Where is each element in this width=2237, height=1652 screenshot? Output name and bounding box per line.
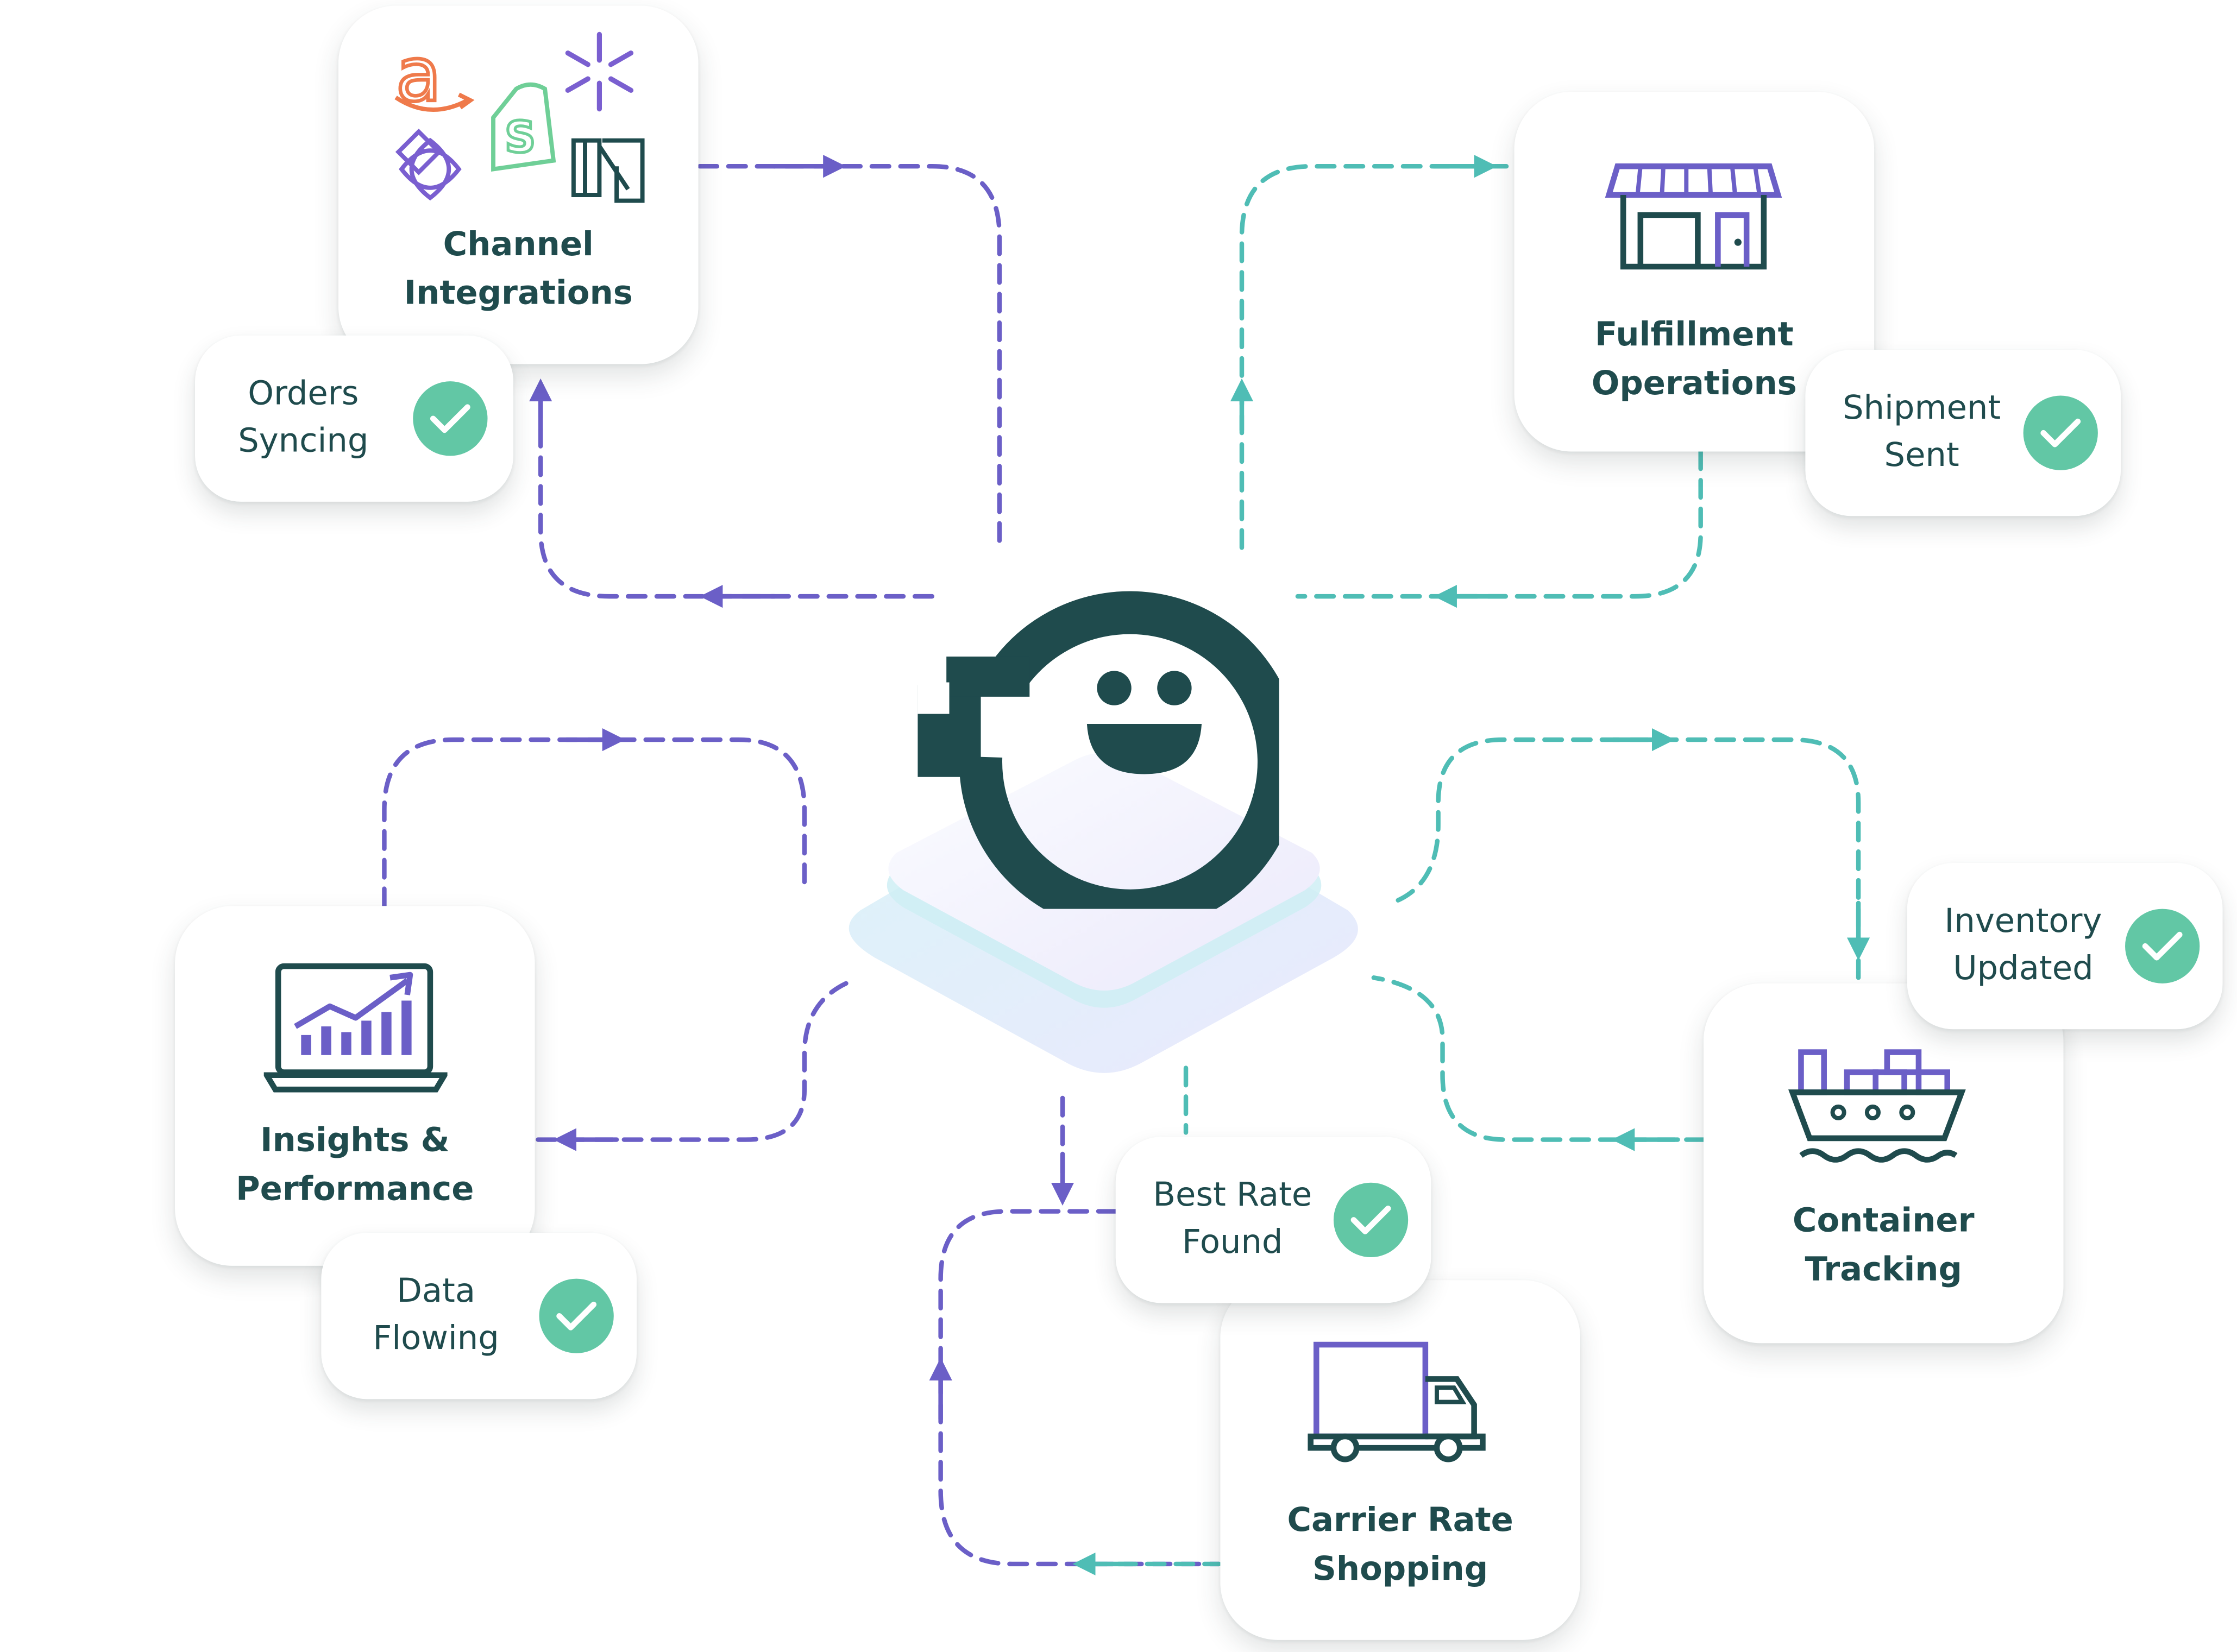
smiley-logo-icon: [918, 591, 1279, 909]
status-inventory-updated: Inventory Updated: [1907, 863, 2223, 1030]
status-shipment-sent: Shipment Sent: [1805, 350, 2121, 516]
check-icon: [1333, 1182, 1409, 1258]
status-orders-syncing: Orders Syncing: [194, 335, 514, 502]
check-icon: [413, 381, 488, 456]
best-rate-found-label: Best Rate Found: [1153, 1177, 1312, 1262]
data-flowing-label: Data Flowing: [373, 1273, 499, 1358]
cargo-ship-icon: [1788, 1049, 1966, 1163]
check-icon: [2023, 395, 2098, 470]
fulfillment-operations-title: Fulfillment Operations: [1591, 317, 1797, 403]
marketplace-logos-icon: a S: [394, 30, 645, 203]
insights-performance-title: Insights & Performance: [236, 1122, 474, 1209]
carrier-rate-shopping-title: Carrier Rate Shopping: [1287, 1502, 1513, 1588]
amazon-logo-icon: a: [394, 30, 475, 120]
shipment-sent-label: Shipment Sent: [1843, 389, 2001, 475]
partner-clover-icon: [395, 128, 462, 201]
netsuite-logo-icon: [571, 138, 645, 203]
check-icon: [539, 1278, 614, 1353]
wire-insights-in: [535, 981, 849, 1142]
node-container-tracking: Container Tracking: [1703, 983, 2064, 1344]
svg-text:a: a: [396, 32, 442, 118]
shopify-logo-icon: S: [491, 82, 556, 172]
orders-syncing-label: Orders Syncing: [238, 375, 369, 461]
delivery-truck-icon: [1308, 1341, 1486, 1462]
status-data-flowing: Data Flowing: [321, 1233, 637, 1399]
wire-carrier-left: [938, 1373, 1221, 1567]
wire-insights-out: [382, 737, 807, 909]
laptop-chart-icon: [263, 963, 448, 1093]
svg-text:S: S: [505, 112, 536, 162]
node-channel-integrations: Channel Integrations: [338, 5, 699, 364]
wire-fulfillment-out: [1239, 163, 1516, 550]
walmart-spark-icon: [565, 31, 634, 112]
storefront-icon: [1605, 163, 1782, 270]
inventory-updated-label: Inventory Updated: [1944, 903, 2102, 988]
wire-channel-out: [697, 163, 1002, 545]
channel-integrations-title: Channel Integrations: [404, 226, 633, 313]
wire-carrier-top: [938, 1209, 1118, 1379]
wire-container-in: [1371, 975, 1706, 1142]
wire-container-out: [1396, 737, 1861, 949]
container-tracking-title: Container Tracking: [1792, 1202, 1975, 1289]
check-icon: [2125, 909, 2200, 983]
wire-channel-in: [538, 387, 935, 599]
node-carrier-rate-shopping: Carrier Rate Shopping: [1220, 1280, 1580, 1640]
wire-fulfillment-in: [1295, 449, 1703, 599]
status-best-rate-found: Best Rate Found: [1115, 1137, 1431, 1303]
